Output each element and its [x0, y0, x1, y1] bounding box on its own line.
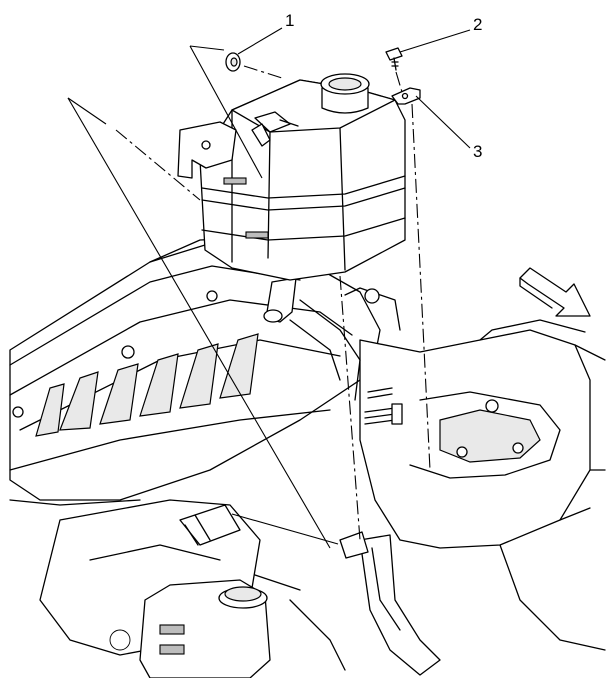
- installation-lines: [115, 65, 431, 541]
- vent-louvers: [35, 333, 259, 437]
- coolant-reservoir: [177, 73, 421, 323]
- bolt: [385, 47, 403, 71]
- engine-compartment-structure: [9, 235, 606, 678]
- callout-3: 3: [473, 142, 482, 161]
- grommet: [225, 52, 241, 72]
- brake-fluid-reservoir: [139, 579, 271, 678]
- leader-lines: [67, 27, 471, 549]
- callouts: 1 2 3: [285, 11, 482, 161]
- callout-1: 1: [285, 11, 294, 30]
- callout-2: 2: [473, 15, 482, 34]
- mounting-studs: [364, 387, 403, 425]
- front-direction-arrow: [519, 267, 591, 317]
